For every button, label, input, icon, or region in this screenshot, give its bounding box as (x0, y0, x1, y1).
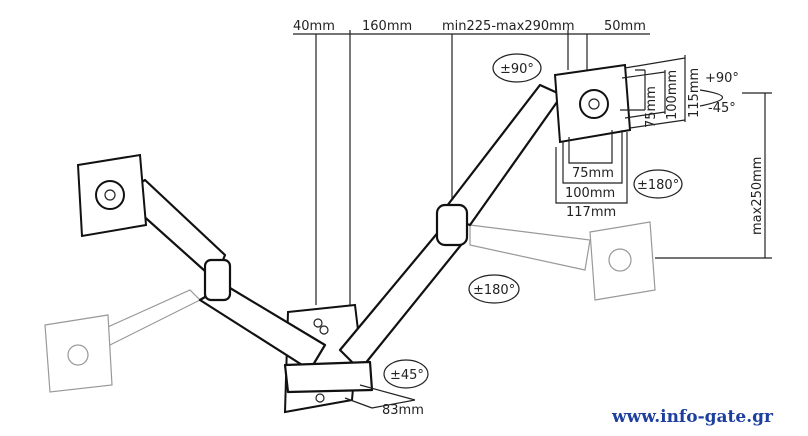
dim-height: max250mm (750, 157, 765, 235)
swivel-base-callout: ±45° (383, 359, 429, 389)
tilt-up: +90° (705, 71, 739, 86)
rotate-callout: ±90° (492, 53, 542, 83)
swivel-arm-callout: ±180° (468, 274, 520, 304)
swivel-base-label: ±45° (390, 368, 424, 383)
dim-v-115: 115mm (687, 68, 702, 118)
dim-160: 160mm (362, 19, 412, 34)
swivel-arm-label: ±180° (473, 283, 515, 298)
ghost-plate-hub (67, 344, 89, 366)
plate-hub-center (588, 98, 600, 110)
right-lower-arm (338, 228, 467, 372)
watermark: www.info-gate.gr (611, 407, 774, 427)
vesa-vertical-dims (620, 55, 686, 129)
swivel-plate-label: ±180° (637, 178, 679, 193)
tilt-down: -45° (708, 101, 736, 116)
dim-50: 50mm (604, 19, 646, 34)
plate-hub (95, 180, 125, 210)
ghost-plate-hub (608, 248, 632, 272)
clamp-dim-line (344, 384, 416, 409)
plate-hub (579, 89, 609, 119)
right-elbow-joint (435, 203, 469, 247)
tilt-arrow-icon (699, 89, 723, 107)
vesa-horizontal-dims (555, 130, 628, 204)
dim-h-100: 100mm (565, 186, 615, 201)
base-joint (283, 360, 374, 394)
dim-v-75: 75mm (644, 86, 659, 128)
bolt-icon (319, 325, 329, 335)
dim-40: 40mm (293, 19, 335, 34)
dim-h-117: 117mm (566, 205, 616, 220)
bolt-icon (315, 393, 325, 403)
height-dim-line (655, 92, 772, 259)
plate-hub-center (104, 189, 116, 201)
rotate-label: ±90° (500, 62, 534, 77)
dim-clamp: 83mm (382, 403, 424, 418)
dim-reach: min225-max290mm (442, 19, 574, 34)
bolt-icon (313, 318, 323, 328)
swivel-plate-callout: ±180° (633, 169, 683, 199)
left-elbow-joint (203, 258, 232, 302)
ghost-arm-right (469, 224, 591, 271)
dim-h-75: 75mm (572, 166, 614, 181)
dim-v-100: 100mm (665, 70, 680, 120)
